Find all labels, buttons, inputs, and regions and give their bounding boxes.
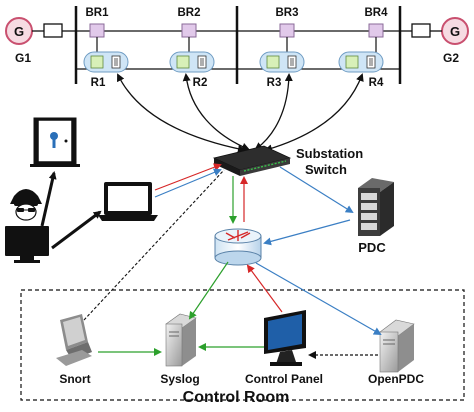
openpdc-server-icon	[379, 319, 415, 373]
transformer-right-icon	[411, 23, 431, 38]
snort-monitor-link	[83, 169, 225, 321]
generator-g2-symbol: G	[450, 24, 460, 39]
relay-r3: R3	[259, 51, 305, 89]
breaker-br4: BR4	[364, 7, 388, 52]
hacker-computer-icon	[5, 226, 49, 263]
generator-g1-symbol: G	[14, 24, 24, 39]
generator-g1-label: G1	[15, 51, 31, 65]
door-lock-icon	[30, 117, 80, 167]
laptop-icon	[98, 182, 158, 221]
control-room-title: Control Room	[183, 389, 290, 406]
relay-r1-label: R1	[91, 77, 106, 89]
transformer-left-icon	[43, 23, 63, 38]
control-panel-monitor-icon	[264, 310, 306, 366]
breaker-br3-label: BR3	[275, 7, 298, 19]
switch-router-links	[229, 176, 351, 246]
syslog-server-icon	[165, 313, 197, 367]
generator-g2: G	[441, 17, 469, 45]
relays: R1 R2 R3 R4	[83, 51, 384, 89]
breaker-br1-label: BR1	[85, 7, 109, 19]
power-system: G G1 G G2	[5, 6, 469, 84]
syslog-label: Syslog	[160, 372, 199, 386]
relay-r3-label: R3	[267, 77, 282, 89]
hacker-icon	[10, 189, 42, 221]
breaker-br2-label: BR2	[177, 7, 200, 19]
switch-label-line1: Substation	[296, 146, 363, 161]
snort-label: Snort	[59, 372, 90, 386]
relay-switch-links	[117, 73, 364, 153]
relay-r4: R4	[338, 51, 384, 89]
breaker-br2: BR2	[177, 7, 201, 52]
breakers: BR1 BR2 BR3 BR4	[85, 7, 388, 52]
relay-r4-label: R4	[369, 77, 384, 89]
breaker-br1: BR1	[85, 7, 109, 52]
generator-g2-label: G2	[443, 51, 459, 65]
breaker-br4-label: BR4	[364, 7, 388, 19]
attacker-arrows	[40, 171, 102, 250]
pdc-server-icon	[358, 178, 394, 236]
control-panel-label: Control Panel	[245, 372, 323, 386]
laptop-switch-links	[154, 163, 222, 198]
relay-r2: R2	[169, 51, 215, 89]
relay-r1: R1	[83, 51, 129, 89]
snort-computer-icon	[56, 314, 92, 366]
substation-switch-icon	[212, 145, 292, 176]
control-room-boundary	[20, 289, 465, 401]
control-room-links	[98, 343, 378, 359]
router-icon	[214, 228, 262, 266]
router-control-room-links	[188, 261, 382, 335]
relay-r2-label: R2	[193, 77, 208, 89]
pdc-label: PDC	[358, 240, 386, 255]
generator-g1: G	[5, 17, 33, 45]
openpdc-label: OpenPDC	[368, 372, 424, 386]
breaker-br3: BR3	[275, 7, 299, 52]
switch-pdc-link	[279, 166, 354, 214]
switch-label-line2: Switch	[305, 162, 347, 177]
